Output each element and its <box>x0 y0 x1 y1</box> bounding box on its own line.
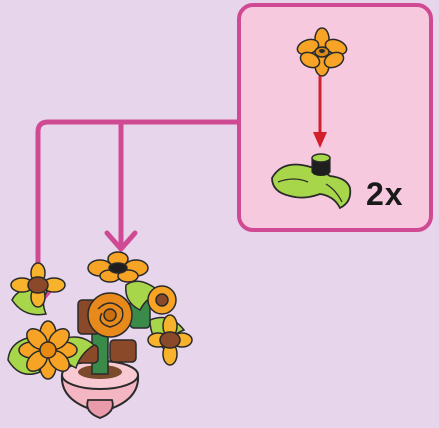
placement-arrow-line <box>35 119 240 303</box>
placement-arrowhead-right <box>104 230 138 252</box>
assembly-arrow <box>313 76 327 148</box>
bouquet-flowers <box>10 251 193 380</box>
lime-leaf-stem-icon <box>271 153 352 210</box>
orange-flower-icon <box>296 27 348 77</box>
quantity-label: 2x <box>366 176 404 212</box>
